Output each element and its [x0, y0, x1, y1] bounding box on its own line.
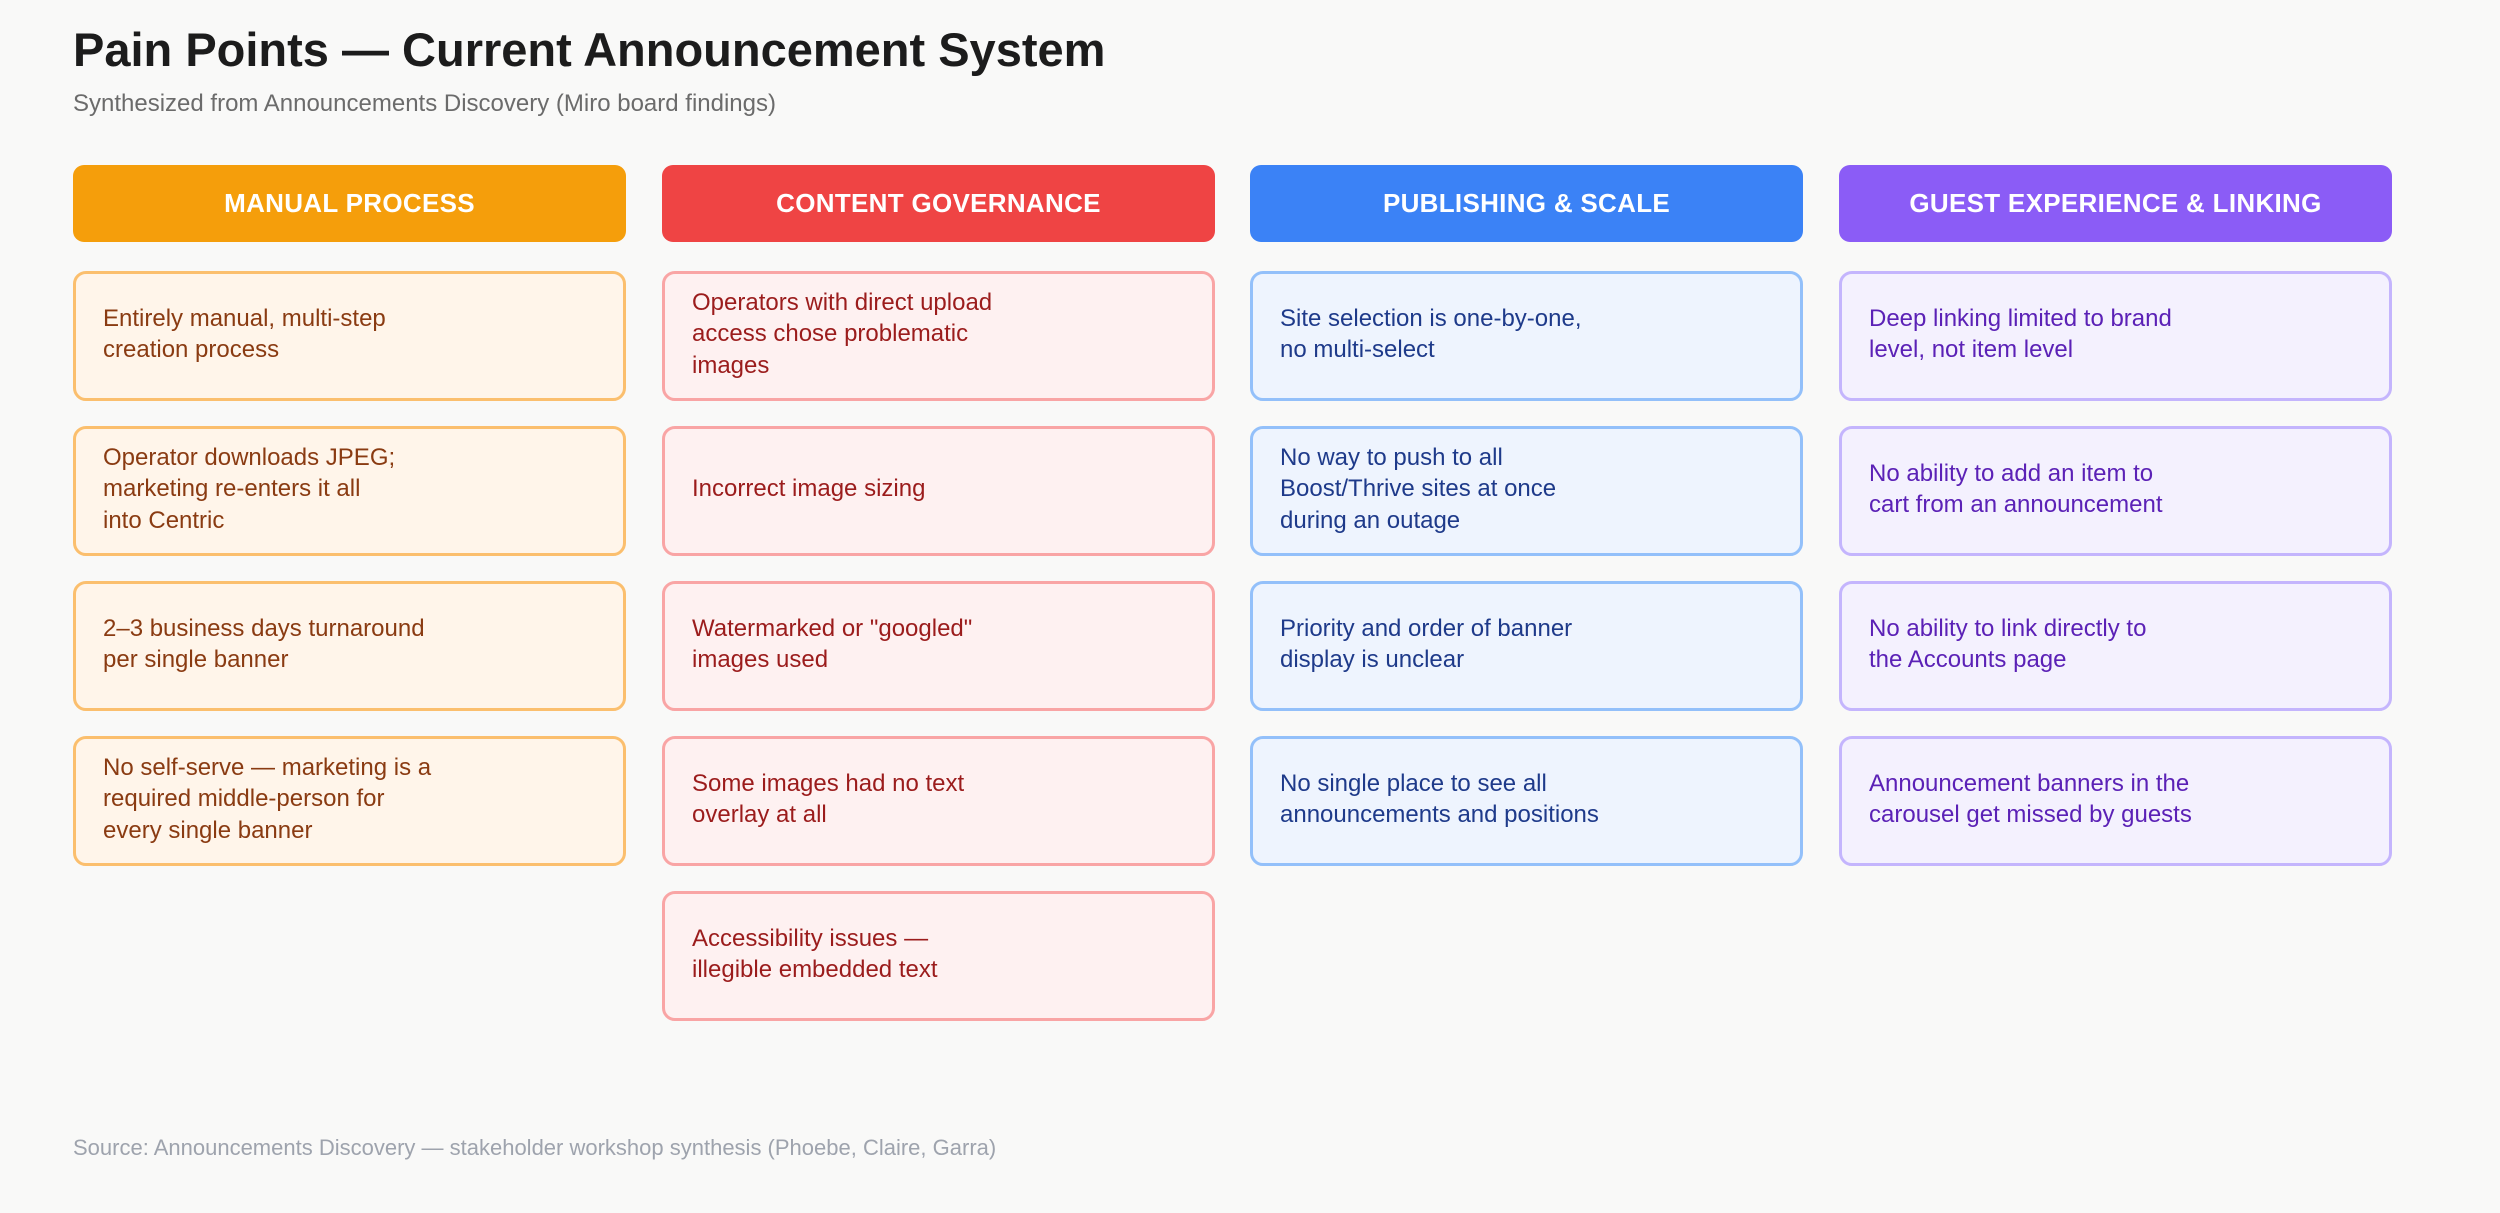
pain-point-card: Operators with direct upload access chos… [662, 271, 1215, 401]
pain-point-text: Announcement banners in the carousel get… [1869, 769, 2192, 829]
column-manual-process: MANUAL PROCESS Entirely manual, multi-st… [73, 165, 626, 891]
pain-point-text: No single place to see all announcements… [1280, 769, 1599, 829]
pain-point-text: Accessibility issues — illegible embedde… [692, 924, 938, 984]
pain-point-text: Watermarked or "googled" images used [692, 614, 973, 674]
column-header: CONTENT GOVERNANCE [662, 165, 1215, 242]
page-title: Pain Points — Current Announcement Syste… [73, 23, 1106, 76]
pain-point-card: Announcement banners in the carousel get… [1839, 736, 2392, 866]
pain-point-card: Some images had no text overlay at all [662, 736, 1215, 866]
pain-point-text: No ability to link directly to the Accou… [1869, 614, 2147, 674]
pain-point-text: Deep linking limited to brand level, not… [1869, 304, 2172, 364]
pain-point-card: 2–3 business days turnaround per single … [73, 581, 626, 711]
pain-point-text: No way to push to all Boost/Thrive sites… [1280, 443, 1557, 534]
pain-point-card: No ability to link directly to the Accou… [1839, 581, 2392, 711]
pain-point-card: Watermarked or "googled" images used [662, 581, 1215, 711]
pain-point-card: Incorrect image sizing [662, 426, 1215, 556]
pain-point-text: Operator downloads JPEG; marketing re-en… [103, 443, 396, 534]
pain-point-card: Deep linking limited to brand level, not… [1839, 271, 2392, 401]
card-list: Site selection is one-by-one, no multi-s… [1250, 271, 1803, 866]
source-footnote: Source: Announcements Discovery — stakeh… [73, 1135, 997, 1160]
pain-point-card: No way to push to all Boost/Thrive sites… [1250, 426, 1803, 556]
pain-point-card: No ability to add an item to cart from a… [1839, 426, 2392, 556]
pain-point-text: No ability to add an item to cart from a… [1869, 459, 2163, 519]
pain-point-card: No single place to see all announcements… [1250, 736, 1803, 866]
page-subtitle: Synthesized from Announcements Discovery… [73, 90, 776, 117]
pain-point-card: Operator downloads JPEG; marketing re-en… [73, 426, 626, 556]
column-publishing-scale: PUBLISHING & SCALE Site selection is one… [1250, 165, 1803, 891]
pain-point-card: Accessibility issues — illegible embedde… [662, 891, 1215, 1021]
pain-point-card: Priority and order of banner display is … [1250, 581, 1803, 711]
pain-point-card: Site selection is one-by-one, no multi-s… [1250, 271, 1803, 401]
pain-point-text: Site selection is one-by-one, no multi-s… [1280, 304, 1582, 364]
column-content-governance: CONTENT GOVERNANCE Operators with direct… [662, 165, 1215, 1046]
column-header: PUBLISHING & SCALE [1250, 165, 1803, 242]
column-header: GUEST EXPERIENCE & LINKING [1839, 165, 2392, 242]
pain-point-card: No self-serve — marketing is a required … [73, 736, 626, 866]
pain-point-text: Operators with direct upload access chos… [692, 288, 993, 379]
pain-point-text: Some images had no text overlay at all [692, 769, 965, 829]
pain-point-text: Priority and order of banner display is … [1280, 614, 1573, 674]
pain-point-text: Incorrect image sizing [692, 475, 926, 503]
pain-point-card: Entirely manual, multi-step creation pro… [73, 271, 626, 401]
card-list: Operators with direct upload access chos… [662, 271, 1215, 1021]
card-list: Deep linking limited to brand level, not… [1839, 271, 2392, 866]
column-header: MANUAL PROCESS [73, 165, 626, 242]
pain-point-text: Entirely manual, multi-step creation pro… [103, 304, 386, 364]
column-guest-experience-linking: GUEST EXPERIENCE & LINKING Deep linking … [1839, 165, 2392, 891]
card-list: Entirely manual, multi-step creation pro… [73, 271, 626, 866]
pain-point-text: 2–3 business days turnaround per single … [103, 614, 425, 674]
pain-point-text: No self-serve — marketing is a required … [103, 753, 432, 844]
